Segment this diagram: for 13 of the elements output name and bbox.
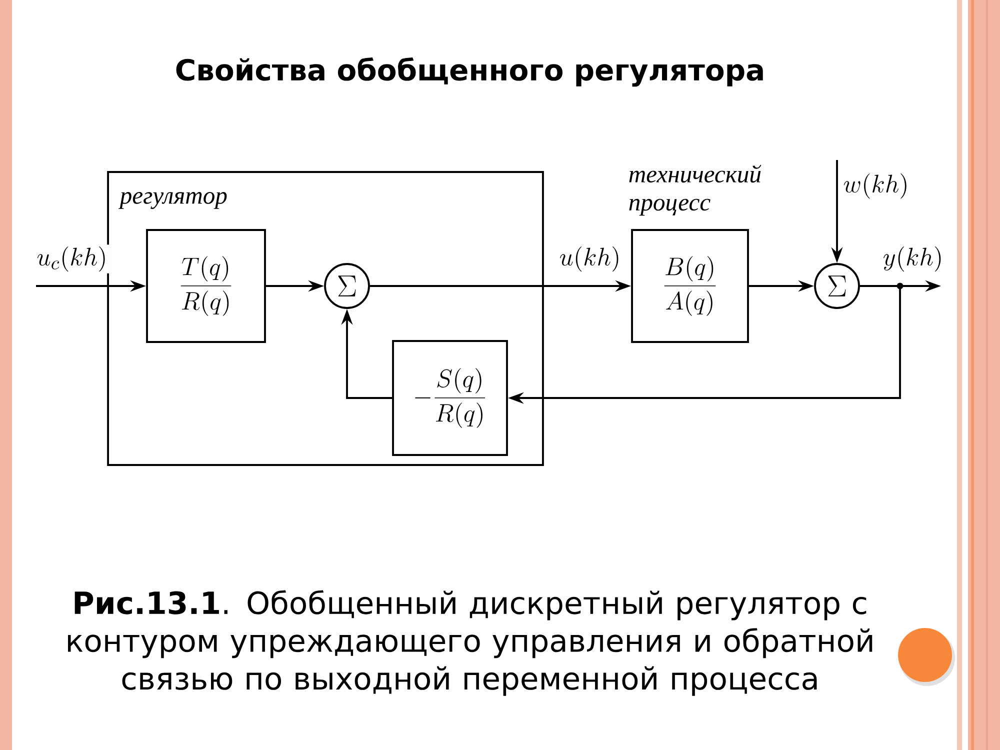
transfer-function-block: технический процесс $\frac{B(q)}{A(q)}$: [629, 164, 762, 343]
signal-label: $y(kh)$: [881, 244, 945, 274]
summing-junction: $\Sigma$: [814, 263, 860, 309]
transfer-function-block: $-\frac{S(q)}{R(q)}$: [392, 340, 508, 456]
summing-junction: $\Sigma$: [324, 263, 370, 309]
slide-title: Свойства обобщенного регулятора: [176, 57, 763, 87]
transfer-function-block: $\frac{T(q)}{R(q)}$: [146, 229, 266, 343]
signal-label: $w(kh)$: [841, 172, 911, 200]
signal-label: $u_c(kh)$: [34, 244, 110, 274]
junction-line: [860, 282, 904, 290]
figure-caption: Рис.13.1. Обобщенный дискретный регулятор с контуром упреждающего управления и обратной связью по выходной переменной процесса: [68, 590, 872, 696]
node-label: технический процесс: [629, 164, 762, 216]
signal-label: $u(kh)$: [558, 244, 622, 274]
